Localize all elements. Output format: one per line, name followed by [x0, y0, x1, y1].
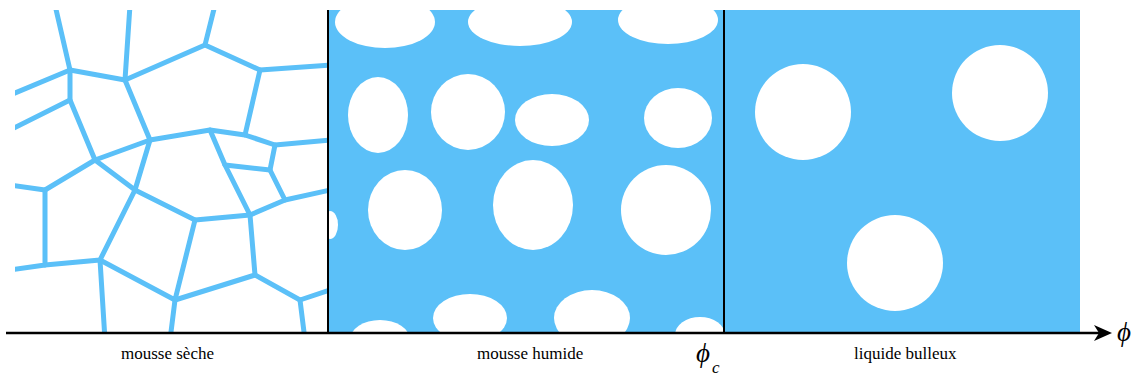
axis-variable: ϕ [1117, 319, 1131, 346]
dry-foam-network [15, 10, 328, 333]
critical-fraction-subscript: c [712, 359, 720, 376]
regime-label: mousse humide [477, 345, 583, 362]
phi-axis [6, 332, 1104, 335]
bubbly-liquid [724, 10, 1080, 333]
axis-arrowhead [1094, 325, 1112, 341]
regime-separator [723, 10, 725, 333]
regime-label: liquide bulleux [854, 345, 956, 362]
regime-label: mousse sèche [121, 345, 214, 362]
critical-fraction-symbol: ϕ [696, 340, 710, 367]
regime-separator [327, 10, 329, 333]
wet-foam [328, 10, 724, 333]
